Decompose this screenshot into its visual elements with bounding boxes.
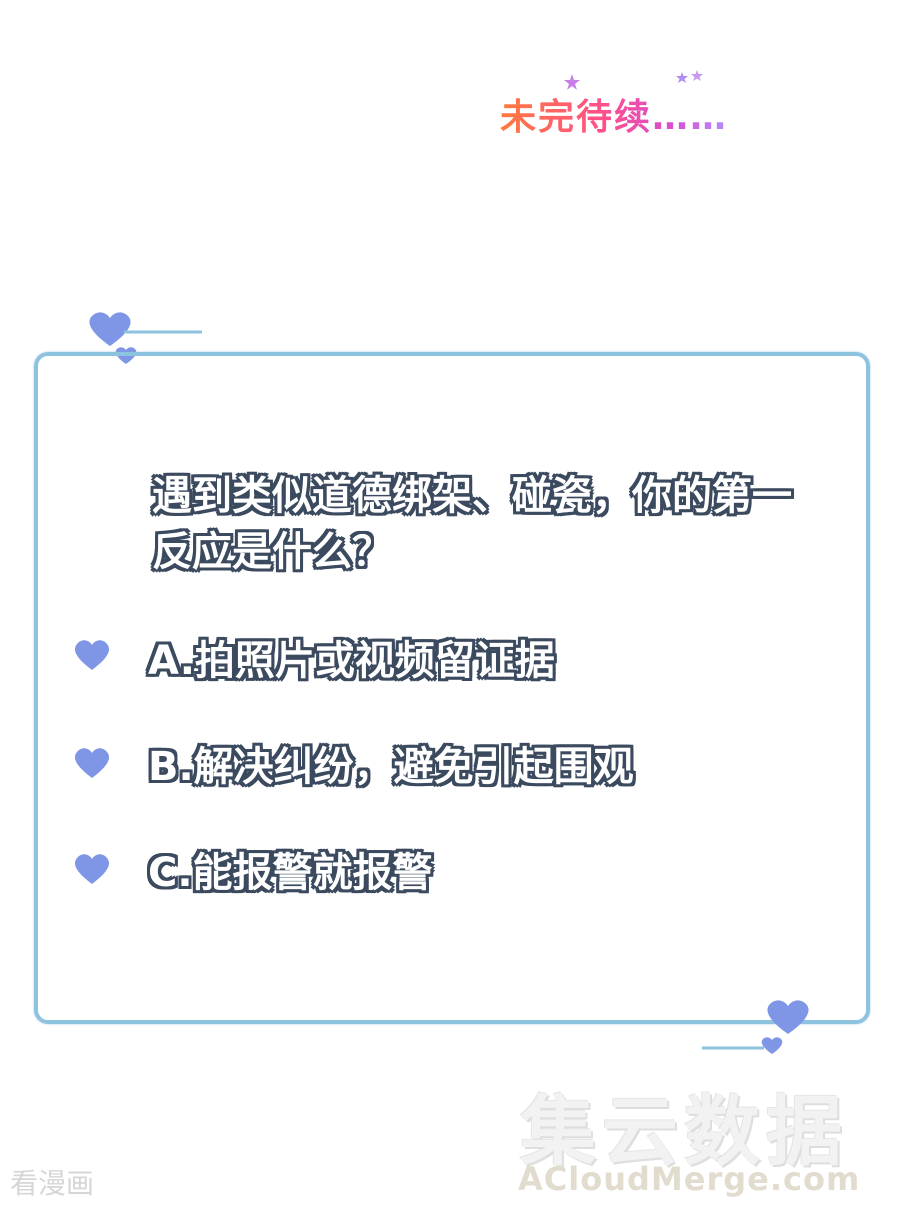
- heart-icon: [761, 1037, 783, 1054]
- heart-icon: [89, 312, 131, 346]
- option-a[interactable]: A.拍照片或视频留证据: [148, 638, 555, 684]
- watermark-site-cn: 集云数据: [520, 1087, 848, 1176]
- watermark-source: 看漫画: [10, 1167, 95, 1200]
- bottom-right-heart-decoration: [702, 1000, 809, 1054]
- top-left-heart-decoration: [89, 312, 202, 364]
- heart-bullet-icon: [74, 854, 110, 884]
- option-b[interactable]: B.解决纠纷，避免引起围观: [148, 744, 634, 790]
- heart-icon: [767, 1000, 809, 1034]
- heart-bullet-icon: [74, 748, 110, 778]
- sparkle-star-icons: [564, 70, 703, 90]
- quiz-panel-frame: [34, 352, 870, 1024]
- quiz-question: 遇到类似道德绑架、碰瓷，你的第一反应是什么？: [152, 473, 792, 575]
- heart-bullet-icon: [74, 640, 110, 670]
- option-c[interactable]: C.能报警就报警: [148, 850, 433, 896]
- watermark-site-en: ACloudMerge.com: [518, 1160, 861, 1198]
- to-be-continued-text: 未完待续……: [500, 88, 728, 140]
